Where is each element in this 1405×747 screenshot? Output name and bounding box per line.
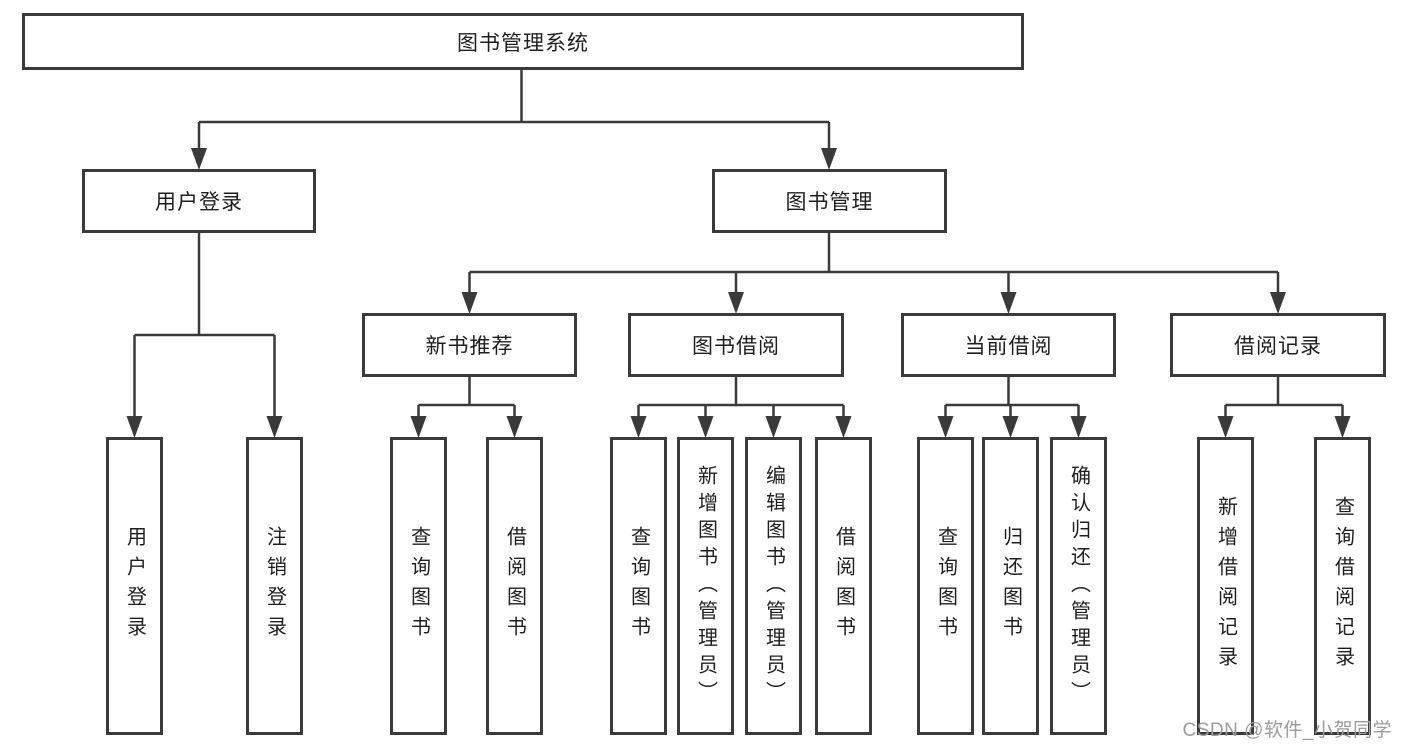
node-label: 用户登录 [155,191,243,214]
leaf-borrow-books-2: 借阅图书 [815,437,872,735]
node-label: 图书借阅 [692,335,780,358]
leaf-label: 新增借阅记录 [1214,496,1237,676]
arrowhead-icons [126,148,1351,438]
leaf-borrow-books-1: 借阅图书 [486,437,543,735]
leaf-label: 借阅图书 [503,526,526,646]
leaf-add-borrow-record: 新增借阅记录 [1197,437,1254,735]
leaf-query-borrow-record: 查询借阅记录 [1314,437,1371,735]
leaf-confirm-return-admin: 确认归还（管理员） [1050,437,1107,735]
leaf-label: 查询借阅记录 [1331,496,1354,676]
leaf-query-books-1: 查询图书 [390,437,447,735]
node-new-book-recommend: 新书推荐 [362,313,577,377]
node-user-login-branch: 用户登录 [82,169,316,233]
node-label: 图书管理系统 [457,31,589,55]
leaf-return-book: 归还图书 [982,437,1039,735]
leaf-label: 新增图书（管理员） [694,464,717,708]
leaf-query-books-3: 查询图书 [917,437,974,735]
node-book-management-branch: 图书管理 [712,169,947,233]
leaf-logout: 注销登录 [246,437,303,735]
leaf-label: 编辑图书（管理员） [762,464,785,708]
leaf-query-books-2: 查询图书 [610,437,667,735]
leaf-user-login: 用户登录 [106,437,163,735]
csdn-watermark: CSDN @软件_小贺同学 [1182,720,1392,741]
node-borrow-records: 借阅记录 [1170,313,1386,377]
leaf-label: 用户登录 [123,526,146,646]
leaf-label: 借阅图书 [832,526,855,646]
node-label: 当前借阅 [964,335,1053,358]
node-label: 图书管理 [785,191,874,214]
node-book-borrow: 图书借阅 [628,313,844,377]
leaf-label: 查询图书 [627,526,650,646]
leaf-label: 查询图书 [407,526,430,646]
leaf-edit-book-admin: 编辑图书（管理员） [745,437,802,735]
node-label: 借阅记录 [1234,335,1322,358]
leaf-label: 确认归还（管理员） [1067,464,1090,708]
leaf-add-book-admin: 新增图书（管理员） [677,437,734,735]
node-label: 新书推荐 [425,335,514,358]
leaf-label: 注销登录 [263,526,286,646]
node-current-borrow: 当前借阅 [901,313,1116,377]
leaf-label: 查询图书 [934,526,957,646]
leaf-label: 归还图书 [999,526,1022,646]
node-root-system: 图书管理系统 [22,13,1024,70]
